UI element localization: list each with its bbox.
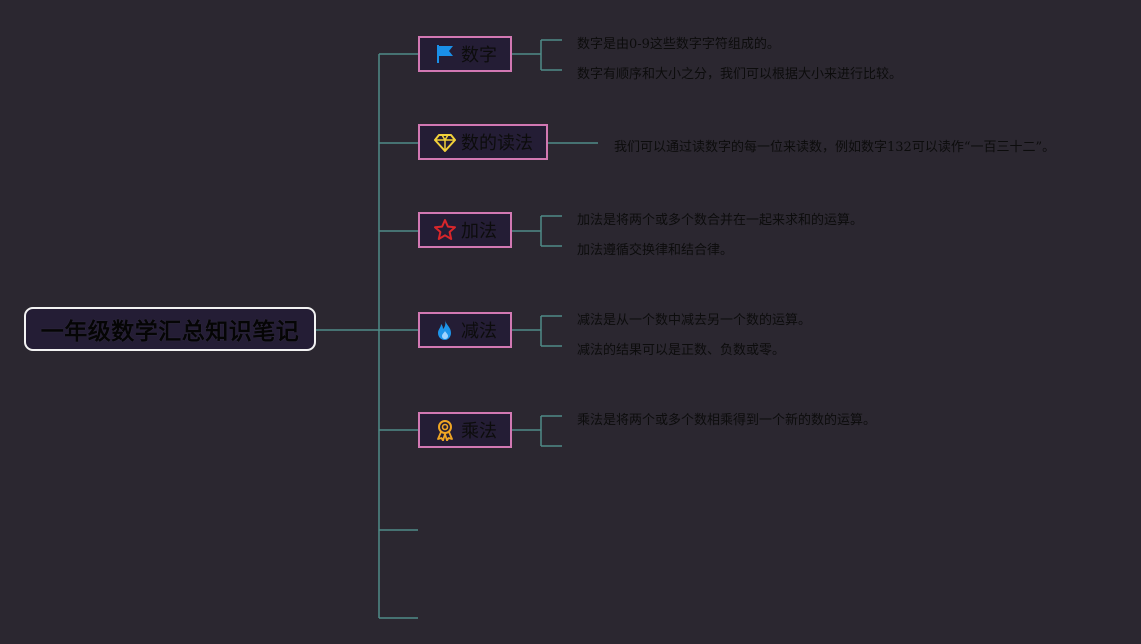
root-topic[interactable]: 一年级数学汇总知识笔记 <box>24 307 316 351</box>
topic-reading-numbers[interactable]: 数的读法 <box>418 124 548 160</box>
topic-addition[interactable]: 加法 <box>418 212 512 248</box>
topic-subtraction[interactable]: 减法 <box>418 312 512 348</box>
topic-label: 数字 <box>461 45 497 66</box>
flame-icon <box>433 318 457 342</box>
note-subtraction-1: 减法是从一个数中减去另一个数的运算。 <box>577 313 812 328</box>
topic-multiplication[interactable]: 乘法 <box>418 412 512 448</box>
note-numbers-1: 数字是由0-9这些数字字符组成的。 <box>577 37 780 52</box>
topic-numbers[interactable]: 数字 <box>418 36 512 72</box>
topic-label: 减法 <box>461 321 497 342</box>
note-numbers-2: 数字有顺序和大小之分，我们可以根据大小来进行比较。 <box>577 67 903 82</box>
flag-icon <box>433 42 457 66</box>
note-addition-2: 加法遵循交换律和结合律。 <box>577 243 734 258</box>
topic-label: 乘法 <box>461 421 497 442</box>
award-icon <box>433 418 457 442</box>
note-multiplication-1: 乘法是将两个或多个数相乘得到一个新的数的运算。 <box>577 413 877 428</box>
star-icon <box>433 218 457 242</box>
topic-label: 数的读法 <box>461 133 533 154</box>
note-reading-1: 我们可以通过读数字的每一位来读数，例如数字132可以读作“一百三十二”。 <box>614 140 1056 155</box>
topic-label: 加法 <box>461 221 497 242</box>
note-subtraction-2: 减法的结果可以是正数、负数或零。 <box>577 343 786 358</box>
diamond-icon <box>433 130 457 154</box>
note-addition-1: 加法是将两个或多个数合并在一起来求和的运算。 <box>577 213 864 228</box>
